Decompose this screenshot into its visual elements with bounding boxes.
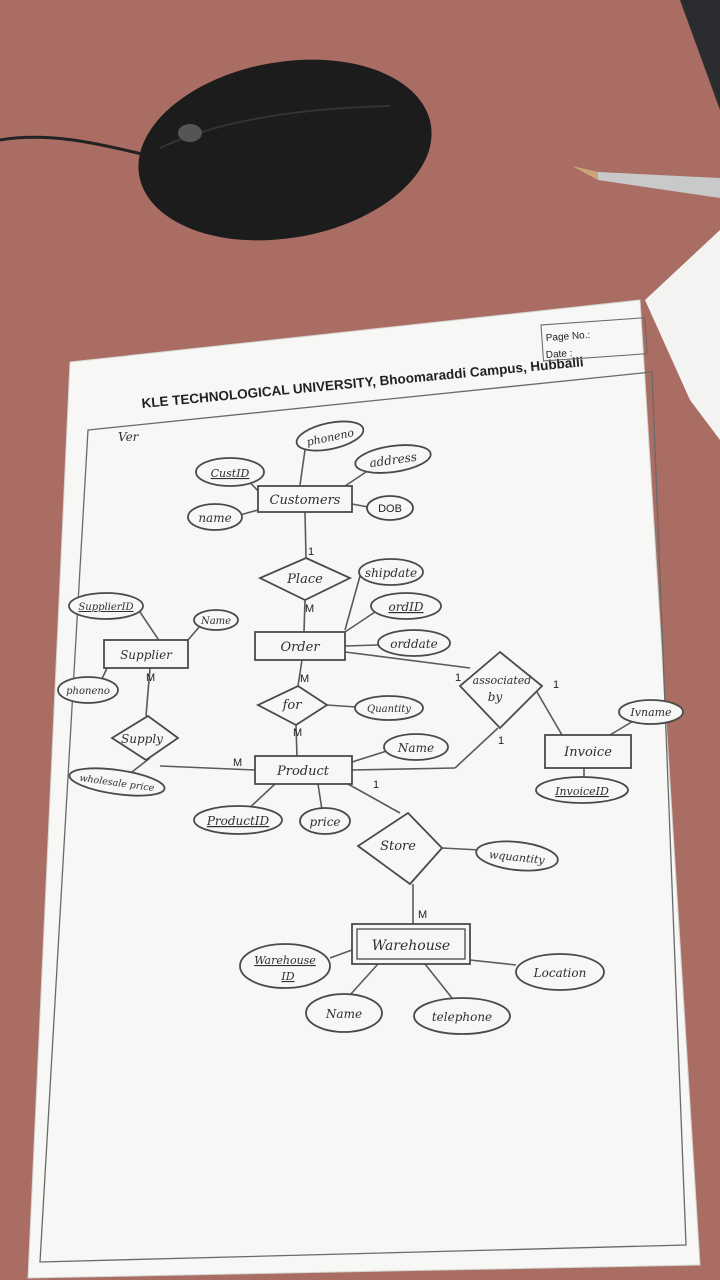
entity-order-box [254, 631, 346, 661]
attr-quantity-order: Quantity [354, 695, 424, 721]
attr-iv-name: Ivname [618, 699, 684, 725]
attr-name-product-label: Name [397, 741, 434, 755]
entity-product-box [254, 755, 353, 785]
attr-address-label: address [369, 450, 418, 470]
attr-order-date-label: orddate [390, 637, 437, 651]
page-border [39, 371, 687, 1263]
attr-address: address [354, 444, 432, 474]
pencil [572, 166, 720, 198]
page-date-box [540, 317, 648, 362]
attr-name-customer: name [187, 503, 243, 531]
attr-telephone: telephone [413, 997, 511, 1035]
cardinality-labels: 1 M M M M M 1 1 1 1 M [146, 546, 559, 921]
attr-product-id: ProductID [193, 805, 283, 835]
card-order-associated: 1 [455, 672, 461, 684]
card-supplier-supply: M [146, 672, 155, 684]
attr-supplier-id-label: SupplierID [78, 602, 133, 613]
attr-invoice-id: InvoiceID [535, 776, 629, 804]
rel-place-diamond [257, 557, 353, 602]
attr-wholesale-price: wholesale price [68, 767, 166, 797]
attr-ship-date-label: shipdate [365, 566, 417, 580]
attr-name-warehouse: Name [305, 993, 383, 1033]
attr-order-id: ordID [370, 592, 442, 620]
attr-ship-date: shipdate [358, 558, 424, 586]
attr-iv-name-label: Ivname [629, 706, 672, 719]
rel-for-diamond [255, 684, 329, 727]
rel-associated-line1: associated [473, 674, 532, 687]
rel-for: for [282, 698, 303, 713]
card-supply-product: M [233, 757, 242, 769]
entity-warehouse: Warehouse [372, 938, 450, 954]
entity-customers: Customers [270, 493, 341, 508]
attr-dob-label: DOB [378, 503, 402, 515]
date-label: Date : [545, 348, 572, 361]
attr-quantity-order-label: Quantity [367, 704, 411, 715]
punch-hole [705, 606, 719, 620]
computer-mouse [138, 59, 432, 241]
attr-location: Location [515, 953, 605, 991]
attr-supplier-id: SupplierID [68, 592, 144, 620]
attr-price: price [299, 807, 351, 835]
entity-customers-box [257, 485, 353, 513]
other-paper [645, 230, 720, 440]
paper-sheet [27, 299, 701, 1279]
rel-supply-diamond [110, 714, 180, 762]
attr-name-customer-label: name [198, 511, 231, 525]
attr-name-product: Name [383, 733, 449, 761]
rel-store-diamond [356, 811, 444, 886]
rel-supply: Supply [121, 732, 163, 746]
attr-name-warehouse-label: Name [325, 1007, 362, 1021]
attr-warehouse-id-line2: ID [280, 970, 294, 983]
entity-warehouse-box [351, 923, 471, 965]
entity-order: Order [280, 640, 320, 655]
card-associated-invoice: 1 [553, 679, 559, 691]
attr-cust-id-label: CustID [211, 467, 250, 480]
entity-invoice: Invoice [563, 745, 612, 760]
rel-store: Store [380, 839, 416, 854]
card-product-store: 1 [373, 779, 379, 791]
attr-cust-id: CustID [195, 457, 265, 487]
rel-associated-line2: by [488, 690, 503, 704]
entity-supplier-box [103, 639, 189, 669]
card-associated-product: 1 [498, 735, 504, 747]
card-for-product: M [293, 727, 302, 739]
entity-supplier: Supplier [120, 648, 173, 662]
attr-name-supplier: Name [193, 609, 239, 631]
rel-place: Place [286, 572, 323, 587]
attr-w-quantity: wquantity [475, 840, 559, 872]
attr-telephone-label: telephone [432, 1010, 492, 1024]
attr-phone-supplier-label: phoneno [66, 686, 110, 697]
card-place-order: M [305, 603, 314, 615]
attr-w-quantity-label: wquantity [488, 848, 546, 867]
margin-note: Ver [118, 430, 140, 444]
page-no-label: Page No.: [545, 330, 590, 344]
rel-associated-diamond [458, 650, 544, 730]
attr-order-id-label: ordID [388, 600, 423, 614]
attr-price-label: price [309, 815, 340, 829]
card-store-warehouse: M [418, 909, 427, 921]
entity-invoice-box [544, 734, 632, 769]
attr-warehouse-id: Warehouse ID [239, 943, 331, 989]
attr-name-supplier-label: Name [200, 616, 231, 627]
attr-product-id-label: ProductID [206, 814, 270, 828]
entity-product: Product [276, 764, 330, 779]
attr-phone-supplier: phoneno [57, 676, 119, 704]
card-customers-place: 1 [308, 546, 314, 558]
laptop-corner [680, 0, 720, 110]
attr-order-date: orddate [377, 629, 451, 657]
attr-phone-customer: phoneno [295, 420, 365, 452]
attr-warehouse-id-line1: Warehouse [254, 954, 316, 967]
attr-location-label: Location [533, 966, 587, 980]
attr-invoice-id-label: InvoiceID [554, 785, 609, 798]
card-order-for: M [300, 673, 309, 685]
attr-dob: DOB [366, 495, 414, 521]
